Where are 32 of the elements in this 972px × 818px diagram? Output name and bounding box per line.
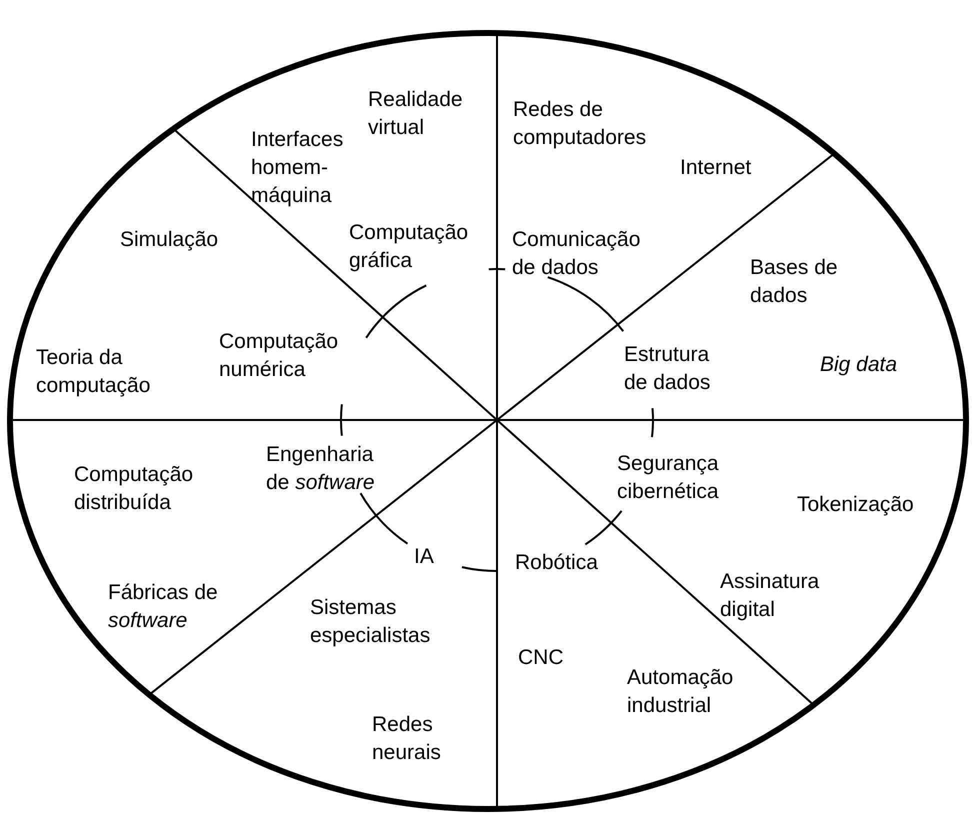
subtopic-label: Sistemas especialistas <box>310 595 432 649</box>
connecting-arc <box>488 268 506 270</box>
subtopic-label: CNC <box>518 645 564 671</box>
subtopic-label: Tokenização <box>797 492 915 518</box>
connecting-arc <box>651 408 654 438</box>
connecting-arc <box>365 284 427 338</box>
connecting-arc <box>340 404 343 436</box>
subtopic-label: Interfaces homem-máquina <box>251 127 344 209</box>
topic-label: Estrutura de dados <box>624 342 712 396</box>
subtopic-label: Internet <box>680 155 752 181</box>
topic-label: Engenharia de software <box>266 442 376 496</box>
subtopic-label: Simulação <box>120 227 220 253</box>
connecting-arc <box>584 510 622 546</box>
topic-label: Robótica <box>515 550 599 576</box>
topic-label: IA <box>414 544 435 570</box>
subtopic-label: Redes neurais <box>372 712 442 766</box>
subtopic-label: Automação industrial <box>627 665 734 719</box>
connecting-arc <box>462 566 498 572</box>
subtopic-label: Big data <box>820 352 898 378</box>
topic-label: Comunicação de dados <box>512 227 642 281</box>
subtopic-label: Bases de dados <box>750 255 839 309</box>
subtopic-label: Assinatura digital <box>720 569 820 623</box>
subtopic-label: Redes de computadores <box>513 97 648 151</box>
connecting-arc <box>547 276 624 332</box>
subtopic-label: Fábricas de software <box>108 580 219 634</box>
connecting-arc <box>360 492 408 544</box>
subtopic-label: Computação distribuída <box>74 462 194 516</box>
topic-label: Computação gráfica <box>349 220 470 274</box>
subtopic-label: Realidade virtual <box>368 87 464 141</box>
topic-label: Segurança cibernética <box>617 451 720 505</box>
subtopic-label: Teoria da computação <box>36 345 152 399</box>
topic-label: Computação numérica <box>219 329 340 383</box>
